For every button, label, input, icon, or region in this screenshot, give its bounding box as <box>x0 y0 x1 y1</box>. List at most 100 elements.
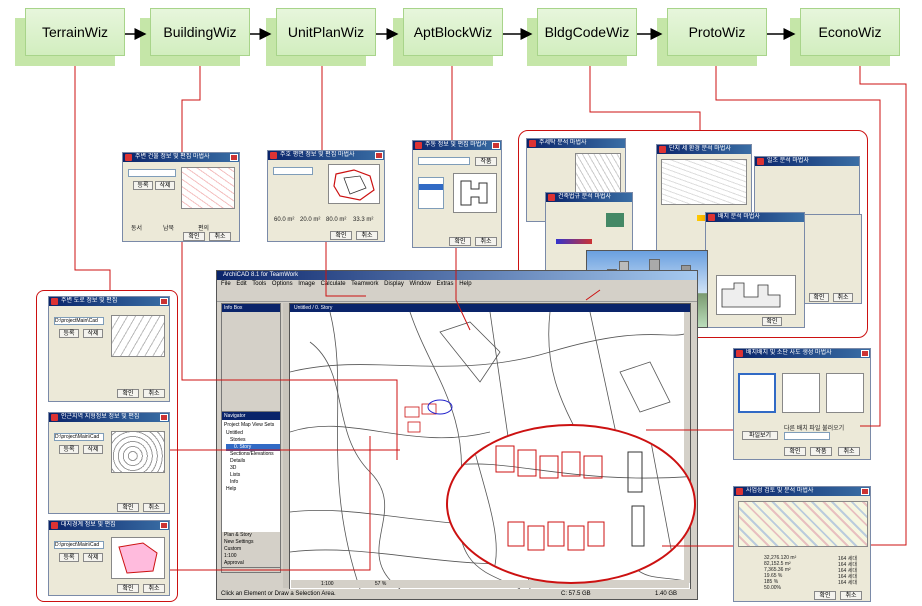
ok-button[interactable]: 확인 <box>117 584 139 593</box>
delete-button[interactable]: 삭제 <box>83 553 103 562</box>
ok-button[interactable]: 확인 <box>762 317 782 326</box>
area-value: 60.0 m² <box>274 217 294 223</box>
register-button[interactable]: 등록 <box>59 329 79 338</box>
cancel-button[interactable]: 취소 <box>143 389 165 398</box>
close-icon[interactable] <box>230 154 238 161</box>
view-setting[interactable]: 1:100 <box>224 553 280 560</box>
view-setting: Plan & Story <box>224 532 280 539</box>
view-setting[interactable]: New Settings <box>224 539 280 546</box>
tree-item[interactable]: Details <box>226 458 280 465</box>
register-button[interactable]: 등록 <box>59 445 79 454</box>
wizard-econo[interactable]: EconoWiz <box>790 8 900 66</box>
cancel-button[interactable]: 취소 <box>143 584 165 593</box>
radio-option[interactable]: 남북 <box>163 223 174 232</box>
cancel-button[interactable]: 취소 <box>143 503 165 512</box>
cancel-button[interactable]: 취소 <box>840 591 862 600</box>
dialog-title: 일조 분석 마법사 <box>755 157 859 166</box>
tree-item[interactable]: Lists <box>226 472 280 479</box>
toolbar[interactable] <box>217 289 697 302</box>
delete-button[interactable]: 삭제 <box>83 329 103 338</box>
dialog-title: 주세탁 분석 마법사 <box>527 139 625 148</box>
tree-item[interactable]: Untitled <box>226 430 280 437</box>
apply-button[interactable]: 작품 <box>810 447 832 456</box>
disk-space: C: 57.5 GB <box>561 589 591 599</box>
memory: 1.40 GB <box>655 589 677 599</box>
file-field[interactable] <box>128 169 176 177</box>
menu-bar[interactable]: File Edit Tools Options Image Calculate … <box>217 280 697 289</box>
ok-button[interactable]: 확인 <box>809 293 829 302</box>
radio-option[interactable]: 편의 <box>198 223 209 232</box>
terrain-dialog-road: 주변 도로 정보 및 편집 D:\projectMain\Cad 등록 삭제 확… <box>48 296 170 402</box>
cancel-button[interactable]: 취소 <box>475 237 497 246</box>
dialog-title: 주동 정보 및 편집 마법사 <box>413 141 501 150</box>
area-value: 33.3 m² <box>353 217 373 223</box>
path-field[interactable]: D:\projectMain\Cad <box>54 317 104 325</box>
load-label: 다른 배치 파일 불러오기 <box>784 423 844 432</box>
tree-item[interactable]: Help <box>226 486 280 493</box>
wizard-building[interactable]: BuildingWiz <box>140 8 250 66</box>
wizard-bldgcode[interactable]: BldgCodeWiz <box>527 8 637 66</box>
ok-button[interactable]: 확인 <box>117 503 139 512</box>
file-field[interactable] <box>418 157 470 165</box>
type-list[interactable] <box>418 177 444 209</box>
vertical-scrollbar[interactable] <box>684 312 690 582</box>
ok-button[interactable]: 확인 <box>784 447 806 456</box>
wizard-proto[interactable]: ProtoWiz <box>657 8 767 66</box>
layout-option[interactable] <box>782 373 820 413</box>
ok-button[interactable]: 확인 <box>449 237 471 246</box>
navigator-panel[interactable]: Navigator Project Map View Sets Untitled… <box>221 411 281 568</box>
close-icon[interactable] <box>861 488 869 495</box>
view-title: Untitled / 0. Story <box>290 304 690 312</box>
topo-preview <box>111 431 165 473</box>
bldgcode-dialog-5: 배치 분석 마법사 확인 <box>705 212 805 328</box>
wizard-terrain[interactable]: TerrainWiz <box>15 8 125 66</box>
load-button[interactable]: 작품 <box>475 157 497 166</box>
register-button[interactable]: 등록 <box>59 553 79 562</box>
path-field[interactable]: D:\project\Main\Cad <box>54 433 104 441</box>
cancel-button[interactable]: 취소 <box>209 232 231 241</box>
tree-item[interactable]: 0. Story <box>226 444 280 451</box>
close-icon[interactable] <box>160 414 168 421</box>
file-field[interactable] <box>784 432 830 440</box>
cancel-button[interactable]: 취소 <box>833 293 853 302</box>
tree-item[interactable]: Sections/Elevations <box>226 451 280 458</box>
layout-option[interactable] <box>738 373 776 413</box>
terrain-dialog-boundary: 대지경계 정보 및 편집 D:\project\Main\Cad 등록 삭제 확… <box>48 520 170 596</box>
radio-option[interactable]: 동서 <box>131 223 142 232</box>
zoom-indicator[interactable]: 57 % <box>375 581 386 587</box>
tree-item[interactable]: 3D <box>226 465 280 472</box>
close-icon[interactable] <box>375 152 383 159</box>
tab-view-sets[interactable]: View Sets <box>252 422 274 428</box>
view-setting[interactable]: Approval <box>224 560 280 567</box>
wizard-aptblock[interactable]: AptBlockWiz <box>393 8 503 66</box>
delete-button[interactable]: 삭제 <box>83 445 103 454</box>
dialog-title: 단지 세 환경 분석 마법사 <box>657 145 751 154</box>
close-icon[interactable] <box>492 142 500 149</box>
close-icon[interactable] <box>160 298 168 305</box>
ok-button[interactable]: 확인 <box>183 232 205 241</box>
view-setting[interactable]: Custom <box>224 546 280 553</box>
layout-option[interactable] <box>826 373 864 413</box>
close-icon[interactable] <box>160 522 168 529</box>
ok-button[interactable]: 확인 <box>117 389 139 398</box>
register-button[interactable]: 등록 <box>133 181 153 190</box>
building-dialog: 주변 건물 정보 및 편집 마법사 등록 삭제 동서 남북 편의 확인 취소 <box>122 152 240 242</box>
wizard-unitplan[interactable]: UnitPlanWiz <box>266 8 376 66</box>
cancel-button[interactable]: 취소 <box>838 447 860 456</box>
close-icon[interactable] <box>861 350 869 357</box>
cancel-button[interactable]: 취소 <box>356 231 378 240</box>
scale-indicator[interactable]: 1:100 <box>321 581 334 587</box>
file-field[interactable] <box>273 167 313 175</box>
tree-item[interactable]: Info <box>226 479 280 486</box>
tree-item[interactable]: Stories <box>226 437 280 444</box>
ok-button[interactable]: 확인 <box>814 591 836 600</box>
view-file-button[interactable]: 파일보기 <box>742 431 778 440</box>
ok-button[interactable]: 확인 <box>330 231 352 240</box>
dialog-title: 사업성 검토 및 분석 마법사 <box>734 487 870 496</box>
delete-button[interactable]: 삭제 <box>155 181 175 190</box>
dialog-title: 주호 평면 정보 및 편집 마법사 <box>268 151 384 160</box>
path-field[interactable]: D:\project\Main\Cad <box>54 541 104 549</box>
horizontal-scrollbar[interactable]: 1:100 57 % <box>291 580 689 588</box>
bldgcode-dialog-6: 확인 취소 <box>804 214 862 304</box>
tab-project-map[interactable]: Project Map <box>224 422 251 428</box>
